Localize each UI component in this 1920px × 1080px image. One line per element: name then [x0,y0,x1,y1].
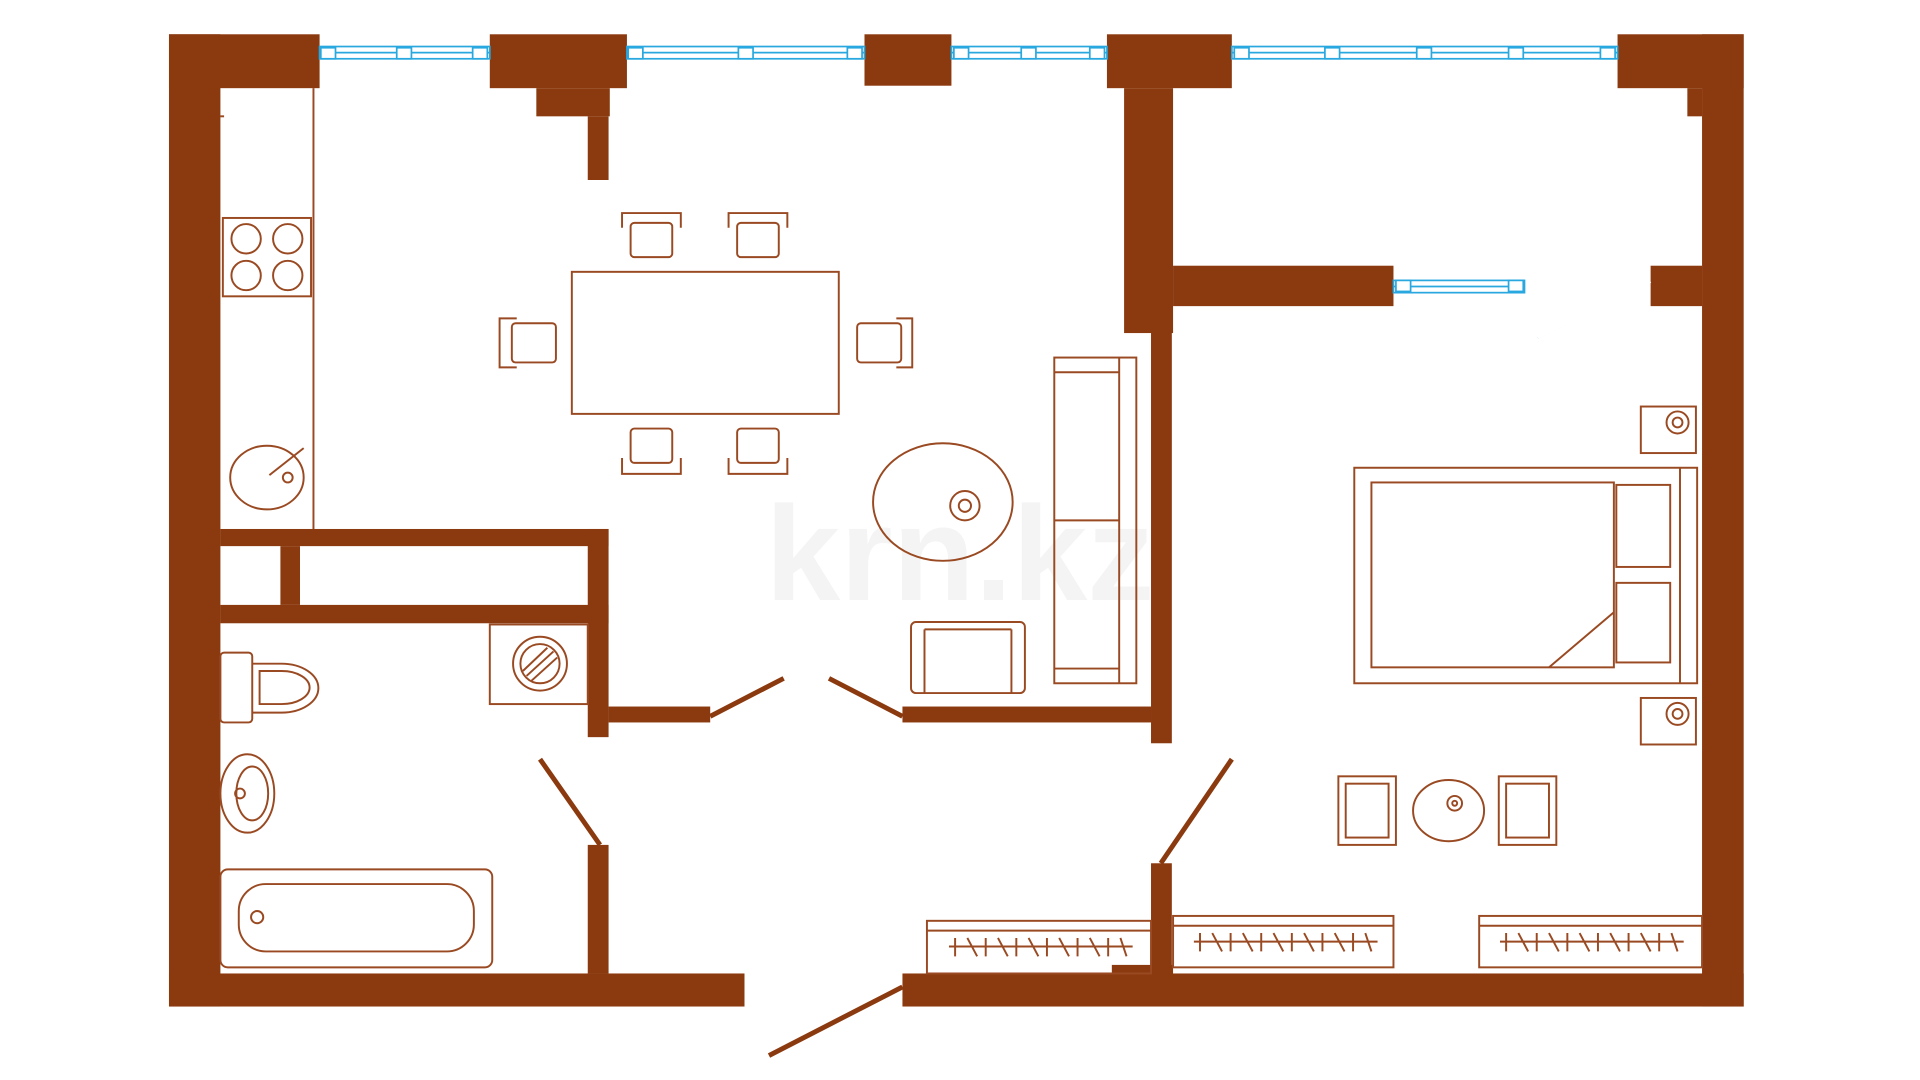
chair-icon [621,212,682,259]
door-bedroom [1158,757,1234,865]
dining-area [498,212,914,475]
kitchen [220,88,315,529]
wall-hall-right [902,706,1152,723]
balcony-door [1537,280,1652,340]
stove-icon [221,216,312,298]
bedroom [1337,405,1699,846]
wall-closet-divider [280,546,300,605]
wall-top-pier-1b [536,88,610,117]
walls [168,34,1744,1007]
coffee-table [872,442,1014,562]
washing-machine-icon [488,623,589,706]
door-living-right [827,676,904,719]
wall-bedroom-left-lower [1151,863,1172,974]
wall-kitchen-partition-2 [220,604,609,624]
doors [537,676,1234,1058]
wall-top-left [168,34,320,89]
wall-hall-left [608,706,711,723]
chair-icon [1497,775,1558,846]
window-living-1 [626,45,866,60]
wall-top-pier-3 [1106,34,1232,89]
windows [318,45,1652,340]
bed-icon [1353,466,1699,685]
wall-bedroom-left-upper [1124,88,1174,334]
bathtub-icon [219,868,494,969]
living-area [872,356,1138,695]
kitchen-sink-icon [229,444,305,511]
sofa-icon [1053,356,1138,685]
bathroom [219,623,589,969]
wardrobe-hall [925,919,1152,975]
window-kitchen [318,45,491,60]
wall-bottom-right [902,973,1744,1007]
window-living-2 [950,45,1108,60]
door-kitchen-left [709,676,785,719]
chair-icon [621,427,682,475]
side-table-icon [1412,779,1486,843]
chair-icon [1337,775,1397,846]
wall-balcony [1173,265,1394,307]
wall-living-right [1151,306,1172,744]
armchair-icon [910,621,1026,695]
wall-top-pier-2 [864,34,952,86]
wardrobe-bedroom-1 [1172,914,1395,969]
door-entrance [767,984,904,1058]
wardrobes [925,914,1704,975]
nightstand-icon [1639,405,1697,455]
wall-stub [587,116,609,180]
wall-top-pier-1 [489,34,627,89]
bathroom-sink-icon [219,753,276,834]
wall-bath-right-upper [587,528,609,738]
chair-icon [727,212,789,259]
wall-kitchen-partition-1 [220,528,609,547]
wall-balcony-right [1650,265,1703,307]
dining-table [570,270,840,415]
nightstand-icon [1639,696,1697,746]
door-bathroom [537,757,603,847]
wall-right [1702,34,1744,1007]
chair-icon [856,317,914,369]
wall-bottom-left [168,973,745,1007]
toilet-icon [219,651,320,724]
chair-icon [727,427,789,475]
wall-bath-right-lower [587,844,609,974]
window-balcony [1230,45,1619,60]
window-bedroom [1392,279,1526,294]
wall-top-right-b [1687,88,1703,117]
chair-icon [498,317,557,369]
wall-left [168,34,221,1007]
wardrobe-bedroom-2 [1478,914,1704,969]
